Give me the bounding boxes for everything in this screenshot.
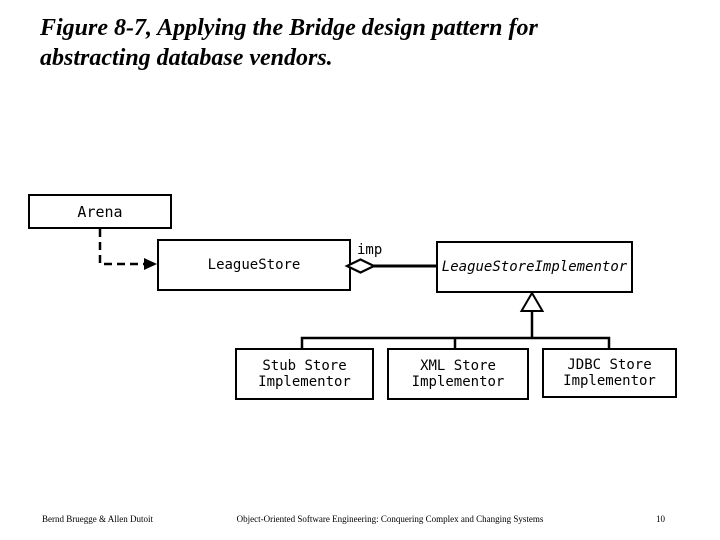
footer-book-title: Object-Oriented Software Engineering: Co… [236,514,544,524]
slide-title-line1: Figure 8-7, Applying the Bridge design p… [40,15,538,41]
class-box-stub-store-implementor: Stub Store Implementor [235,348,374,400]
class-box-league-store: LeagueStore [157,239,351,291]
class-box-arena: Arena [28,194,172,229]
aggregation-diamond-icon [344,258,377,274]
class-label-league-store: LeagueStore [207,257,301,273]
class-label-stub-store-line1: Stub Store [262,358,347,374]
class-box-jdbc-store-implementor: JDBC Store Implementor [542,348,677,398]
footer-authors: Bernd Bruegge & Allen Dutoit [42,514,153,524]
dependency-dashed-line [98,229,144,266]
inheritance-triangle-icon [519,291,545,312]
class-label-xml-store-line2: Implementor [411,374,505,390]
slide-title: Figure 8-7, Applying the Bridge design p… [40,13,660,73]
inheritance-bus-line [300,336,611,348]
class-box-xml-store-implementor: XML Store Implementor [387,348,529,400]
class-label-xml-store-line1: XML Store [420,358,496,374]
class-label-jdbc-store-line2: Implementor [563,373,656,389]
class-box-league-store-implementor: LeagueStoreImplementor [436,241,633,293]
class-label-league-store-implementor: LeagueStoreImplementor [441,259,628,275]
footer-page-number: 10 [656,514,665,524]
aggregation-role-label: imp [357,242,383,258]
class-label-stub-store-line2: Implementor [258,374,351,390]
dependency-arrowhead-icon [144,258,157,270]
class-label-arena: Arena [77,202,123,221]
slide-title-line2: abstracting database vendors. [40,45,333,71]
class-label-jdbc-store-line1: JDBC Store [567,357,652,373]
